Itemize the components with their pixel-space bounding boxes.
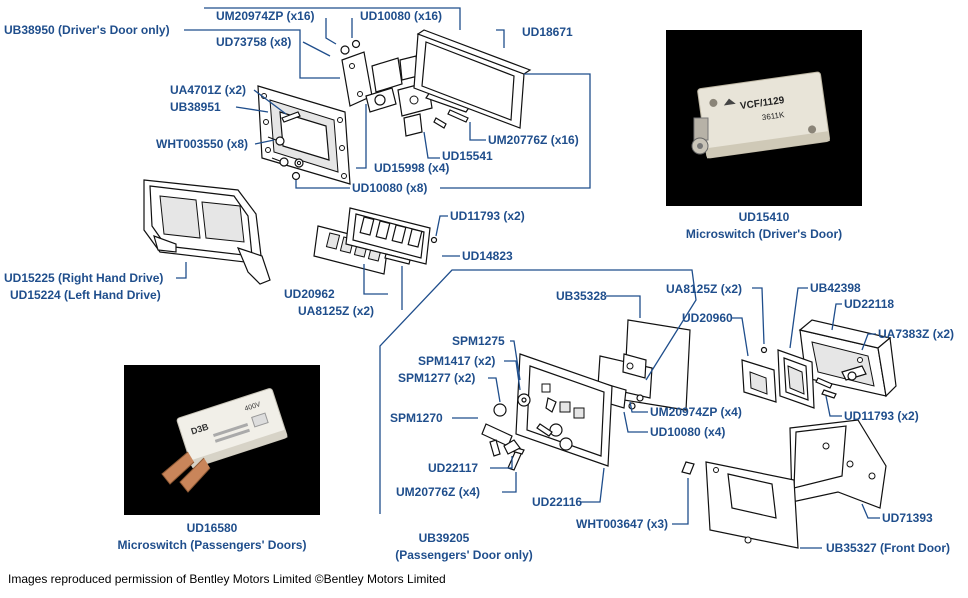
label-spm1417: SPM1417 (x2) bbox=[418, 354, 495, 368]
driver-switch-roller bbox=[691, 117, 709, 155]
label-ua4701z: UA4701Z (x2) bbox=[170, 83, 246, 97]
label-ud10080-x8: UD10080 (x8) bbox=[352, 181, 427, 195]
label-ud20960: UD20960 bbox=[682, 311, 733, 325]
label-ud18671: UD18671 bbox=[522, 25, 573, 39]
leader-lines bbox=[176, 7, 880, 549]
label-ua7383z: UA7383Z (x2) bbox=[878, 327, 954, 341]
label-ud10080-x16: UD10080 (x16) bbox=[360, 9, 442, 23]
label-ua8125z-left: UA8125Z (x2) bbox=[298, 304, 374, 318]
passenger-door-assembly-drawing bbox=[481, 319, 691, 471]
label-ud11793-x2-top: UD11793 (x2) bbox=[450, 209, 525, 223]
label-ud20962: UD20962 bbox=[284, 287, 335, 301]
driver-microswitch-code: UD15410 bbox=[739, 210, 790, 224]
label-ub35328: UB35328 bbox=[556, 289, 607, 303]
label-ub38950: UB38950 (Driver's Door only) bbox=[4, 23, 170, 37]
label-ua8125z-right: UA8125Z (x2) bbox=[666, 282, 742, 296]
label-ub35327: UB35327 (Front Door) bbox=[826, 541, 950, 555]
label-ub39205: UB39205 bbox=[419, 531, 470, 545]
passenger-microswitch-photo: D3B 400V bbox=[124, 365, 320, 515]
passenger-microswitch-caption: Microswitch (Passengers' Doors) bbox=[118, 538, 307, 552]
label-ud15225: UD15225 (Right Hand Drive) bbox=[4, 271, 163, 285]
passenger-switch-housing-drawing bbox=[681, 319, 897, 549]
part-labels: UB38950 (Driver's Door only) UM20974ZP (… bbox=[4, 9, 954, 562]
label-ub38951: UB38951 bbox=[170, 100, 221, 114]
label-wht003550: WHT003550 (x8) bbox=[156, 137, 248, 151]
label-ud15224: UD15224 (Left Hand Drive) bbox=[10, 288, 161, 302]
copyright-credit: Images reproduced permission of Bentley … bbox=[8, 572, 446, 586]
driver-switch-code-text: 3611K bbox=[761, 110, 785, 122]
driver-switch-bezel-drawing bbox=[313, 207, 438, 275]
label-ud73758: UD73758 (x8) bbox=[216, 35, 291, 49]
passenger-microswitch-code: UD16580 bbox=[187, 521, 238, 535]
label-spm1275: SPM1275 bbox=[452, 334, 505, 348]
label-ud22117: UD22117 bbox=[428, 461, 478, 475]
driver-switch-housing-drawing bbox=[143, 179, 271, 285]
label-ud10080-x4: UD10080 (x4) bbox=[650, 425, 725, 439]
label-um20776z-x4: UM20776Z (x4) bbox=[396, 485, 480, 499]
label-ud11793-x2-right: UD11793 (x2) bbox=[844, 409, 919, 423]
label-ud71393: UD71393 bbox=[882, 511, 933, 525]
driver-microswitch-caption: Microswitch (Driver's Door) bbox=[686, 227, 842, 241]
label-ud15541: UD15541 bbox=[442, 149, 493, 163]
label-um20776z-x16: UM20776Z (x16) bbox=[488, 133, 579, 147]
label-ub42398: UB42398 bbox=[810, 281, 861, 295]
label-um20974zp-x16: UM20974ZP (x16) bbox=[216, 9, 315, 23]
label-spm1270: SPM1270 bbox=[390, 411, 443, 425]
passenger-switch-voltage-text: 400V bbox=[244, 401, 262, 413]
label-ub39205-note: (Passengers' Door only) bbox=[395, 548, 533, 562]
label-ud22118: UD22118 bbox=[844, 297, 894, 311]
label-wht003647: WHT003647 (x3) bbox=[576, 517, 668, 531]
label-ud15998: UD15998 (x4) bbox=[374, 161, 449, 175]
driver-microswitch-photo: VCF/1129 3611K bbox=[666, 30, 862, 206]
label-ud14823: UD14823 bbox=[462, 249, 513, 263]
driver-door-assembly-drawing bbox=[257, 29, 532, 185]
label-um20974zp-x4: UM20974ZP (x4) bbox=[650, 405, 742, 419]
label-ud22116: UD22116 bbox=[532, 495, 582, 509]
label-spm1277: SPM1277 (x2) bbox=[398, 371, 475, 385]
